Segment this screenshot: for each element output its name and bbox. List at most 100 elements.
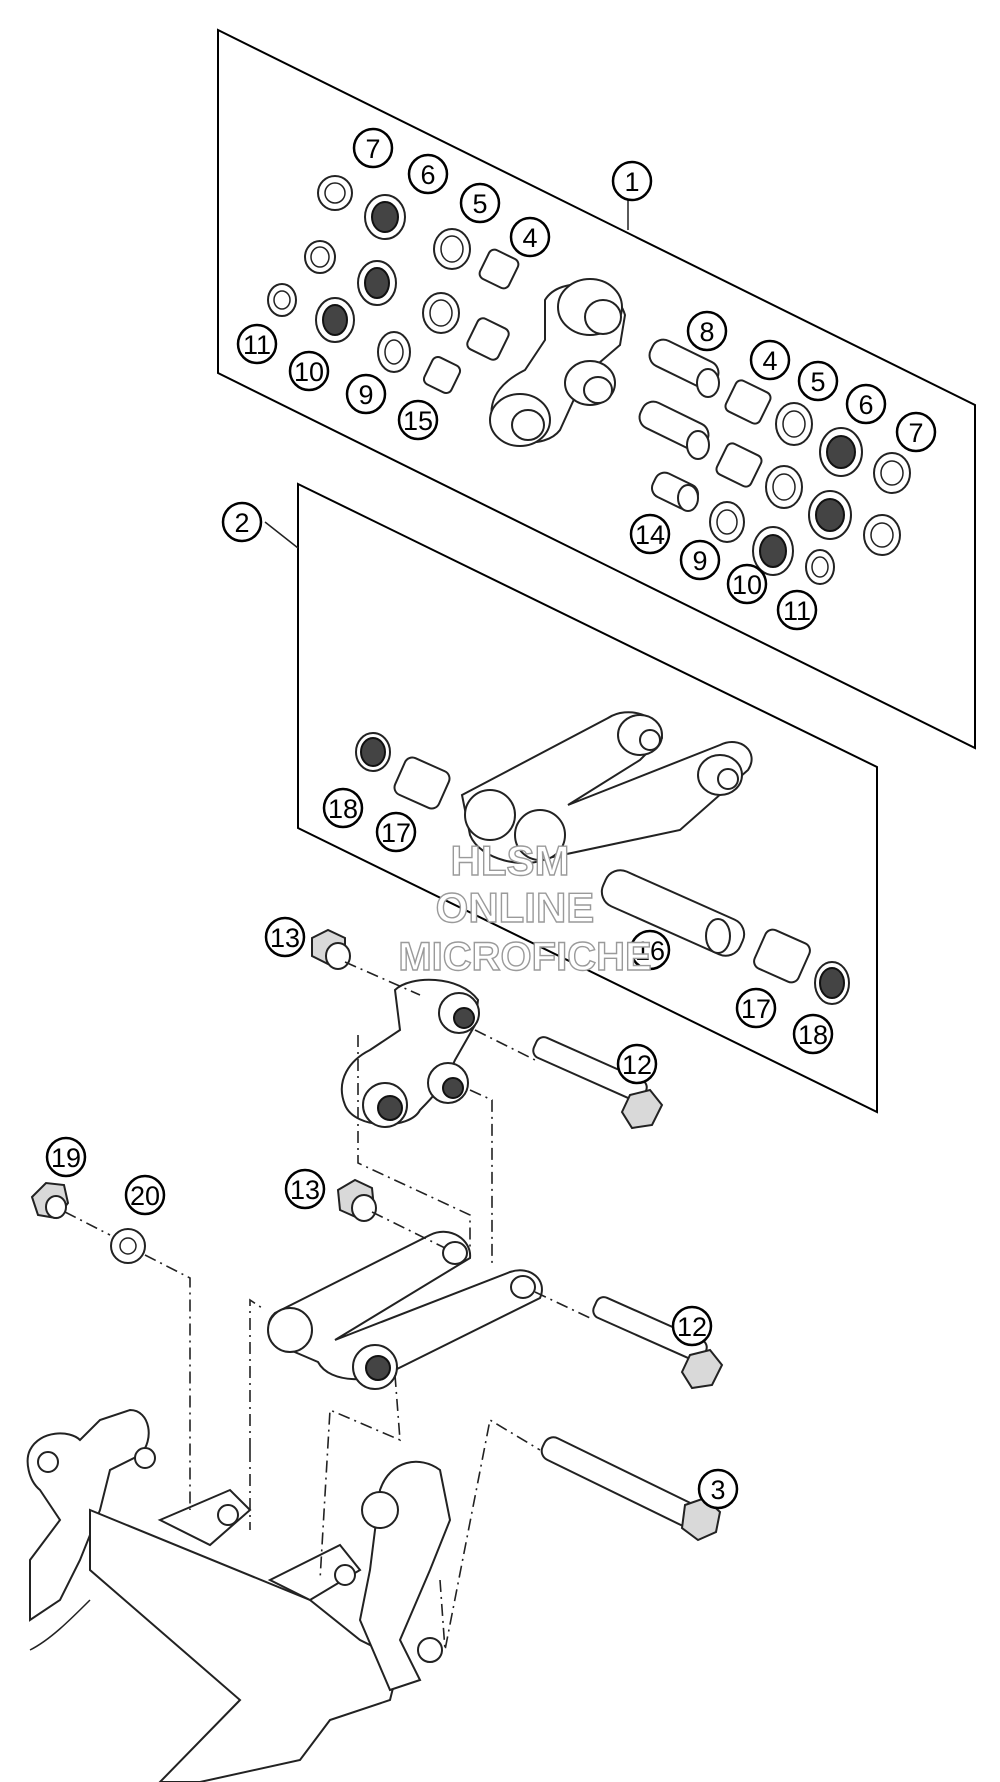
callout-circle: [735, 987, 777, 1029]
callout-number: 17: [381, 818, 411, 848]
watermark-line-1: HLSM: [451, 837, 570, 884]
callout-circle: [895, 411, 937, 453]
kit-1-frame: [217, 28, 976, 750]
watermark: HLSM ONLINE MICROFICHE: [398, 836, 653, 979]
callout-12: 12: [616, 1043, 658, 1085]
callout-number: 10: [294, 357, 324, 387]
callout-circle: [124, 1174, 166, 1216]
callout-number: 19: [51, 1143, 81, 1173]
callout-circle: [264, 916, 306, 958]
callout-18: 18: [322, 787, 364, 829]
callout-circle: [375, 811, 417, 853]
callout-number: 13: [290, 1175, 320, 1205]
callout-18: 18: [792, 1013, 834, 1055]
callout-19: 19: [45, 1136, 87, 1178]
callout-circle: [236, 323, 278, 365]
callout-number: 4: [762, 346, 777, 376]
callout-number: 1: [624, 167, 639, 197]
callout-5: 5: [797, 360, 839, 402]
callout-5: 5: [459, 182, 501, 224]
kit-2-parts: [355, 711, 850, 1005]
callout-circle: [616, 1043, 658, 1085]
callout-number: 3: [710, 1475, 725, 1505]
callout-circle: [284, 1168, 326, 1210]
callout-9: 9: [679, 539, 721, 581]
callout-layer: 1765411109158456714910112181716171813121…: [45, 127, 937, 1510]
kit-1-left-bushings: [267, 175, 520, 395]
callout-number: 6: [858, 390, 873, 420]
callout-circle: [686, 310, 728, 352]
callout-circle: [288, 350, 330, 392]
callout-circle: [776, 589, 818, 631]
callout-17: 17: [375, 811, 417, 853]
callout-circle: [352, 127, 394, 169]
callout-number: 18: [798, 1020, 828, 1050]
callout-number: 15: [403, 406, 433, 436]
callout-number: 5: [810, 367, 825, 397]
kit-1-right-bushings: [638, 338, 911, 585]
callout-circle: [221, 501, 263, 543]
kit-2-frame: [297, 482, 878, 1114]
callout-number: 18: [328, 794, 358, 824]
callout-number: 13: [270, 923, 300, 953]
callout-circle: [797, 360, 839, 402]
callout-number: 12: [677, 1312, 707, 1342]
callout-circle: [509, 216, 551, 258]
callout-10: 10: [288, 350, 330, 392]
callout-circle: [697, 1468, 739, 1510]
callout-number: 2: [234, 508, 249, 538]
callout-circle: [749, 339, 791, 381]
callout-number: 11: [243, 330, 271, 360]
callout-number: 10: [732, 570, 762, 600]
callout-circle: [726, 563, 768, 605]
callout-number: 17: [741, 994, 771, 1024]
watermark-line-3: MICROFICHE: [398, 935, 651, 979]
callout-circle: [671, 1305, 713, 1347]
kit-1-linkage-lever: [489, 278, 627, 447]
callout-2: 2: [221, 501, 263, 543]
callout-circle: [459, 182, 501, 224]
assembled-linkage: [30, 928, 724, 1542]
callout-number: 5: [472, 189, 487, 219]
callout-number: 11: [783, 596, 811, 626]
assembly-lines: [64, 961, 591, 1651]
callout-number: 8: [699, 317, 714, 347]
callout-number: 14: [635, 520, 665, 550]
callout-circle: [345, 373, 387, 415]
callout-10: 10: [726, 563, 768, 605]
callout-circle: [407, 153, 449, 195]
callout-number: 20: [130, 1181, 160, 1211]
callout-6: 6: [845, 383, 887, 425]
callout-7: 7: [352, 127, 394, 169]
callout-circle: [629, 929, 671, 971]
callout-11: 11: [236, 323, 278, 365]
callout-number: 16: [635, 936, 665, 966]
callout-circle: [845, 383, 887, 425]
callout-9: 9: [345, 373, 387, 415]
watermark-line-2: ONLINE: [436, 884, 595, 931]
callout-6: 6: [407, 153, 449, 195]
callout-circle: [45, 1136, 87, 1178]
callout-circle: [322, 787, 364, 829]
frame-section: [26, 1408, 452, 1782]
callout-17: 17: [735, 987, 777, 1029]
callout-circle: [397, 399, 439, 441]
callout-13: 13: [264, 916, 306, 958]
callout-16: 16: [629, 929, 671, 971]
callout-13: 13: [284, 1168, 326, 1210]
callout-4: 4: [749, 339, 791, 381]
callout-8: 8: [686, 310, 728, 352]
callout-number: 7: [908, 418, 923, 448]
callout-number: 9: [692, 546, 707, 576]
callout-circle: [611, 160, 653, 202]
callout-number: 4: [522, 223, 537, 253]
callout-20: 20: [124, 1174, 166, 1216]
callout-circle: [792, 1013, 834, 1055]
callout-4: 4: [509, 216, 551, 258]
callout-11: 11: [776, 589, 818, 631]
callout-12: 12: [671, 1305, 713, 1347]
callout-1: 1: [611, 160, 653, 202]
callout-number: 12: [622, 1050, 652, 1080]
callout-14: 14: [629, 513, 671, 555]
